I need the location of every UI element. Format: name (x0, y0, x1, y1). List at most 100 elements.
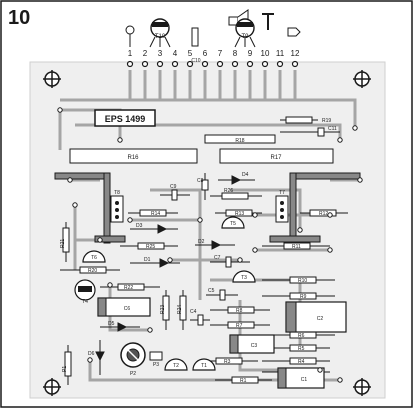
pin-label: 2 (143, 49, 148, 58)
transistor-label: T6 (91, 255, 97, 261)
component-label: C3 (251, 343, 258, 349)
capacitor-c10: C10 (191, 27, 201, 64)
component-label: R16 (127, 155, 139, 161)
resistor-r11: R11 (262, 242, 330, 250)
transistor-label: T5 (230, 221, 236, 227)
capacitor-c8: C8 (197, 173, 209, 200)
board-code: EPS 1499 (105, 114, 146, 124)
pin-pad (186, 60, 194, 68)
component-label: D4 (242, 172, 249, 178)
resistor-r25: R25 (120, 242, 178, 250)
resistor-r23: R23 (160, 290, 170, 330)
resistor-r12: R12 (300, 209, 348, 217)
diode-d6: D6 (88, 340, 105, 375)
pin-pad (171, 60, 179, 68)
component-label: R8 (236, 308, 243, 314)
capacitor-c2: C2 (285, 301, 347, 333)
mounting-hole-bottom-left (43, 378, 61, 396)
resistor-r8: R8 (210, 306, 270, 314)
component-label: C4 (190, 309, 197, 315)
capacitor-c7: C7 (210, 255, 250, 268)
component-label: R21 (60, 239, 66, 248)
diode-d1: D1 (130, 257, 180, 268)
transistor-t2: T2 (164, 358, 188, 371)
pin-pad (246, 60, 254, 68)
component-label: R19 (322, 118, 331, 124)
pin-label: 4 (173, 49, 178, 58)
diode-d3: D3 (130, 223, 178, 234)
component-label: C8 (197, 178, 204, 184)
component-label: R23 (160, 305, 166, 314)
component-label: C9 (170, 184, 177, 190)
pin-pad (141, 60, 149, 68)
pin-pad (201, 60, 209, 68)
component-label: R9 (300, 294, 307, 300)
pin-pad (156, 60, 164, 68)
component-label: R18 (235, 138, 244, 144)
component-label: C7 (214, 255, 221, 261)
transistor-label: T4 (82, 299, 88, 305)
resistor-r21: R21 (60, 222, 70, 262)
transistor-t6: T6 (82, 250, 106, 263)
transistor-t9: T9 (234, 18, 256, 48)
transistor-t3: T3 (232, 270, 256, 283)
pin-label: 3 (158, 49, 163, 58)
component-label: R10 (298, 278, 307, 284)
pin-pad (291, 60, 299, 68)
mounting-hole-top-right (353, 70, 371, 88)
component-label: R5 (298, 346, 305, 352)
resistor-p1: P1 (62, 345, 72, 385)
pin-pad (126, 60, 134, 68)
component-label: P1 (62, 366, 68, 372)
transistor-t1: T1 (192, 358, 216, 371)
component-label: D5 (108, 321, 115, 327)
transistor-label: T2 (173, 363, 179, 369)
capacitor-c6: C6 (97, 297, 151, 317)
pin-pad (276, 60, 284, 68)
component-label: R13 (235, 211, 244, 217)
component-label: R24 (177, 305, 183, 314)
component-label: D1 (144, 257, 151, 263)
component-label: D6 (88, 351, 95, 357)
pin-label: 7 (218, 49, 223, 58)
component-label: R3 (224, 359, 231, 365)
ground-symbol (262, 13, 274, 30)
component-label: C5 (208, 288, 215, 294)
diode-d5: D5 (100, 321, 140, 332)
component-label: R17 (270, 155, 282, 161)
trimmer-p3: P3 (149, 351, 163, 368)
resistor-r1: R1 (215, 376, 272, 384)
copper-traces (58, 70, 360, 382)
resistor-r9: R9 (262, 292, 335, 300)
output-arrow-symbol (287, 27, 301, 37)
resistor-r26: R26 (210, 188, 262, 200)
component-label: R20 (88, 268, 97, 274)
mounting-hole-top-left (43, 70, 61, 88)
component-label: D2 (198, 239, 205, 245)
mounting-hole-bottom-right (353, 378, 371, 396)
component-label: R25 (146, 244, 155, 250)
resistor-r18: R18 (204, 134, 276, 144)
trimmer-p2: P2 (120, 342, 146, 377)
pin-label: 10 (261, 49, 270, 58)
board-outline (29, 61, 386, 399)
transistor-label: T3 (241, 275, 247, 281)
diode-d4: D4 (218, 172, 255, 185)
resistor-r16: R16 (69, 148, 198, 164)
resistor-r24: R24 (177, 290, 187, 330)
resistor-r4: R4 (262, 357, 330, 365)
pin-label: 1 (128, 49, 133, 58)
component-label: D3 (136, 223, 143, 229)
component-label: R1 (240, 378, 247, 384)
solder-pads (57, 107, 363, 383)
component-label: R26 (224, 188, 233, 194)
diode-d2: D2 (195, 239, 235, 250)
component-label: C11 (328, 126, 337, 132)
transistor-t10: T10 (149, 18, 171, 48)
component-label: C10 (191, 58, 200, 64)
component-label: R4 (298, 359, 305, 365)
pin-pad (216, 60, 224, 68)
component-label: P3 (153, 362, 159, 368)
component-label: R14 (151, 211, 160, 217)
